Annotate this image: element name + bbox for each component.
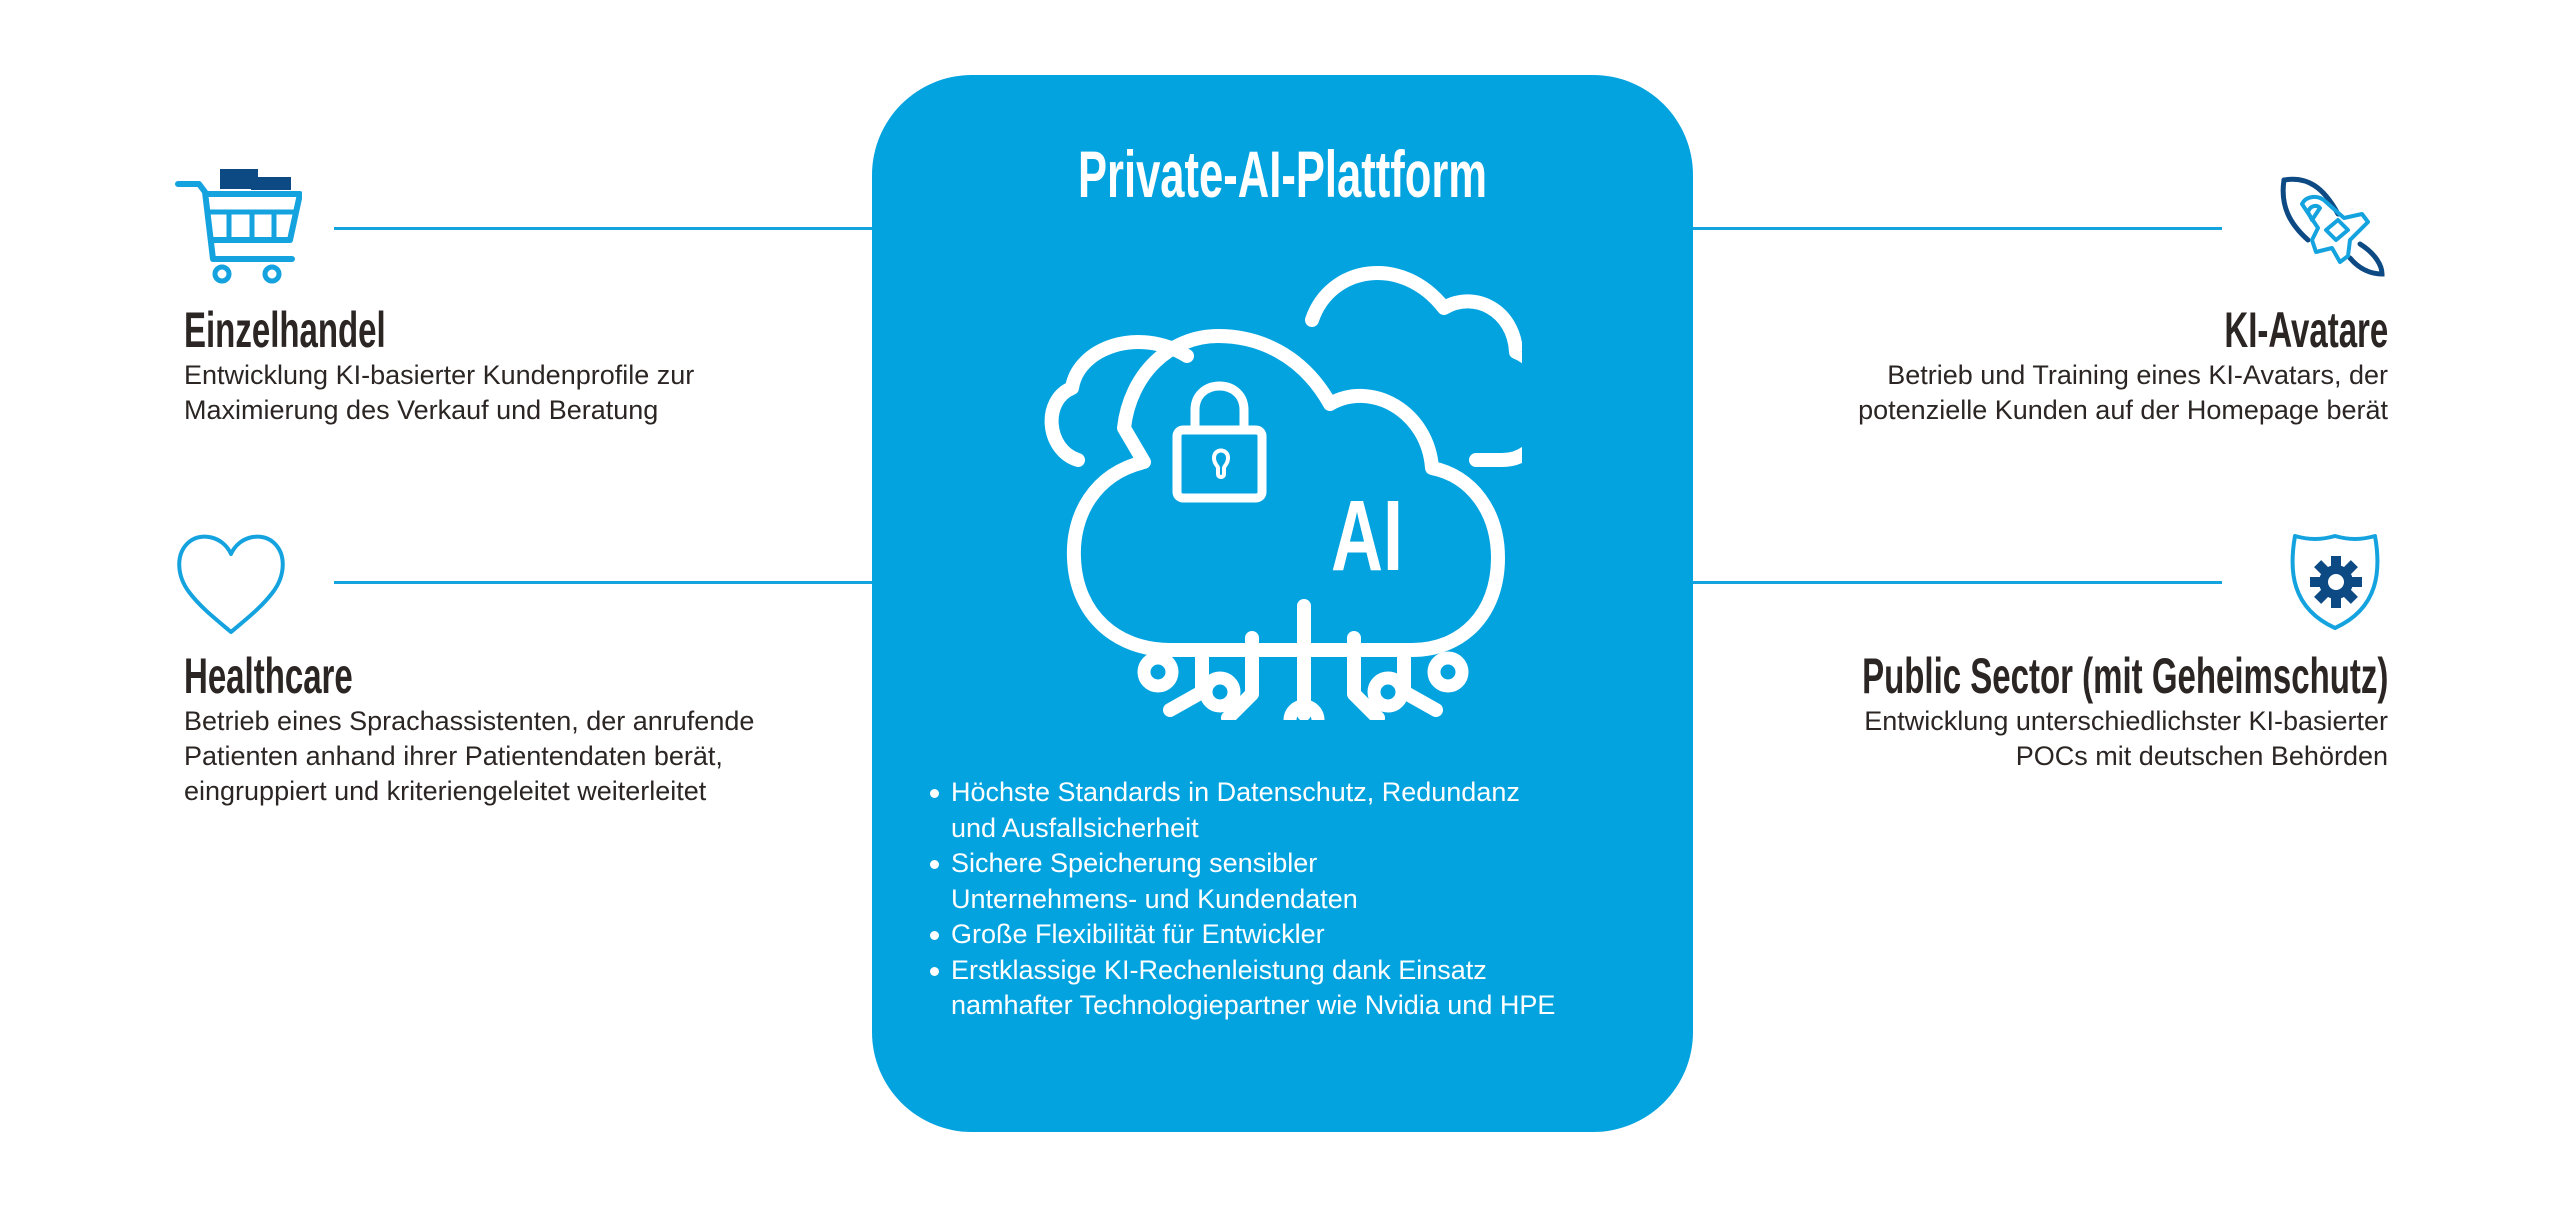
connector-line-public-sector <box>1692 581 2222 584</box>
feature-line: und Ausfallsicherheit <box>951 812 1199 843</box>
feature-line: Große Flexibilität für Entwickler <box>951 919 1325 949</box>
platform-feature-item: Erstklassige KI-Rechenleistung dank Eins… <box>928 953 1555 1024</box>
cloud-ai-label: AI <box>1331 480 1403 591</box>
feature-line: Sichere Speicherung sensibler <box>951 848 1318 878</box>
feature-line: Höchste Standards in Datenschutz, Redund… <box>951 777 1520 807</box>
use-case-description-line: Entwicklung unterschiedlichster KI-basie… <box>1864 706 2388 736</box>
platform-feature-list: Höchste Standards in Datenschutz, Redund… <box>928 775 1555 1024</box>
use-case-title: KI-Avatare <box>2224 302 2388 358</box>
use-case-description-line: POCs mit deutschen Behörden <box>2015 741 2388 771</box>
feature-line: namhafter Technologiepartner wie Nvidia … <box>951 990 1556 1020</box>
use-case-title: Healthcare <box>184 648 353 704</box>
private-ai-platform-panel: Private-AI-Plattform <box>872 75 1693 1132</box>
cloud-lock-ai-circuit-icon: AI <box>1044 266 1522 720</box>
feature-line: Unternehmens- und Kundendaten <box>951 883 1358 914</box>
use-case-description-line: eingruppiert und kriteriengeleitet weite… <box>184 776 707 806</box>
use-case-title: Einzelhandel <box>184 302 386 358</box>
use-case-description-line: Entwicklung KI-basierter Kundenprofile z… <box>184 360 695 390</box>
connector-line-einzelhandel <box>334 227 874 230</box>
use-case-description-line: Betrieb eines Sprachassistenten, der anr… <box>184 706 755 736</box>
use-case-description-line: potenzielle Kunden auf der Homepage berä… <box>1858 395 2388 425</box>
heart-icon <box>177 534 285 634</box>
connector-line-healthcare <box>334 581 874 584</box>
feature-line: Erstklassige KI-Rechenleistung dank Eins… <box>951 954 1487 985</box>
use-case-description-line: Patienten anhand ihrer Patientendaten be… <box>184 741 723 771</box>
rocket-icon <box>2280 176 2385 277</box>
connector-line-ki-avatare <box>1692 227 2222 230</box>
platform-feature-item: Höchste Standards in Datenschutz, Redund… <box>928 775 1555 846</box>
shopping-cart-icon <box>175 169 302 284</box>
shield-gear-icon <box>2290 534 2380 630</box>
platform-feature-item: Große Flexibilität für Entwickler <box>928 917 1555 953</box>
use-case-description-line: Maximierung des Verkauf und Beratung <box>184 395 659 425</box>
use-case-description-line: Betrieb und Training eines KI-Avatars, d… <box>1887 360 2388 390</box>
panel-title: Private-AI-Plattform <box>1077 137 1488 211</box>
use-case-title: Public Sector (mit Geheimschutz) <box>1861 648 2388 704</box>
